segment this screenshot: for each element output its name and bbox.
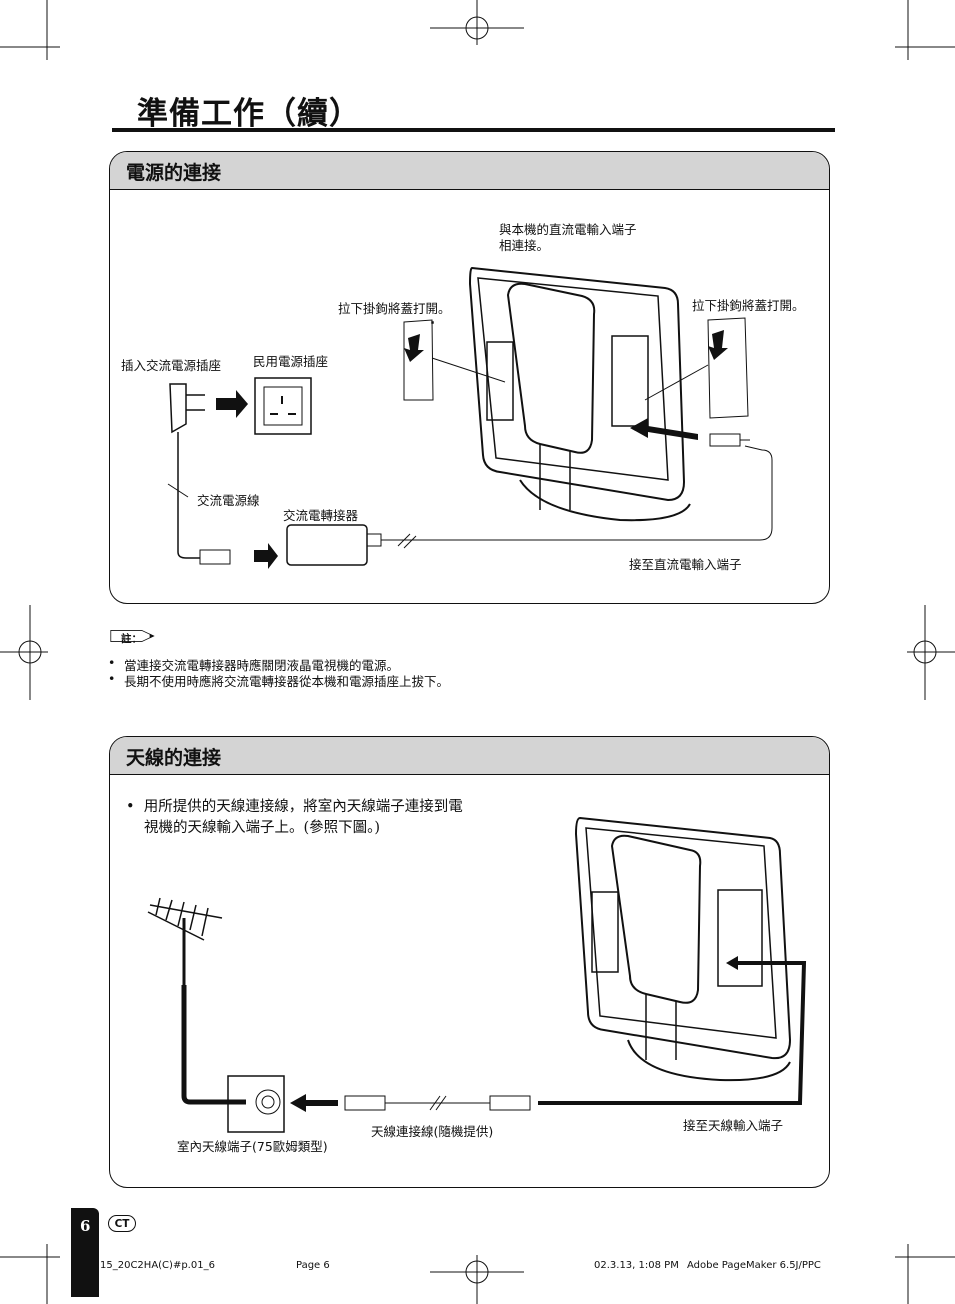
label-pull-hook-right: 拉下掛鉤將蓋打開。 [692,298,805,313]
arrow-dc-plug-icon [630,418,698,440]
page-number-tab [71,1208,99,1297]
footer-page: Page 6 [296,1260,330,1271]
ac-plug-icon [169,383,205,559]
power-panel-header: 電源的連接 [110,152,829,190]
page-title: 準備工作（續） [137,96,361,132]
label-dc-input-connect-2: 相連接。 [499,238,550,253]
dc-plug-icon [709,433,741,447]
cable-plug-left-icon [344,1095,386,1111]
footer-file: 15_20C2HA(C)#p.01_6 [100,1260,215,1271]
note-tag-shape [110,630,155,642]
arrow-pull-left-icon [404,334,424,362]
note-item-1: 當連接交流電轉接器時應關閉液晶電視機的電源。 [124,658,400,673]
terminal-cover-left-icon [403,319,434,401]
note-bullet-1: • [108,655,116,670]
footer-app: Adobe PageMaker 6.5J/PPC [687,1260,821,1271]
antenna-bullet-dot: • [126,799,144,815]
antenna-section-heading: 天線的連接 [126,747,222,769]
label-ac-adapter: 交流電轉接器 [283,508,359,523]
label-antenna-cable: 天線連接線(隨機提供) [371,1124,494,1139]
note-item-2: 長期不使用時應將交流電轉接器從本機和電源插座上拔下。 [124,674,450,689]
power-section-heading: 電源的連接 [126,162,222,184]
arrow-pull-right-icon [708,330,728,360]
ac-adapter-icon [286,524,368,566]
terminal-cover-right-icon [707,317,749,419]
label-pull-hook-left: 拉下掛鉤將蓋打開。 [338,301,451,316]
language-badge: CT [108,1215,136,1232]
label-household-outlet: 民用電源插座 [253,354,329,369]
page-number: 6 [80,1217,91,1235]
outdoor-antenna-icon [147,897,223,985]
wall-outlet-icon [254,377,312,435]
label-to-dc-input: 接至直流電輸入端子 [629,557,742,572]
antenna-instruction-line-2: 視機的天線輸入端子上。(參照下圖。) [144,820,381,836]
label-ac-cord: 交流電源線 [197,493,260,508]
antenna-instruction: • 用所提供的天線連接線，將室內天線端子連接到電 視機的天線輸入端子上。(參照下… [126,797,463,839]
indoor-antenna-terminal-icon [227,1075,285,1133]
antenna-panel-header: 天線的連接 [110,737,829,775]
note-tag: 註： [121,633,142,645]
cable-plug-right-icon [489,1095,531,1111]
tv-rear-antenna [574,816,792,1082]
footer-date: 02.3.13, 1:08 PM [594,1260,679,1271]
title-rule [112,128,835,132]
arrow-to-adapter-icon [254,543,278,569]
tv-rear-power [431,266,691,522]
label-dc-input-connect-1: 與本機的直流電輸入端子 [499,222,637,237]
arrow-to-antenna-input-icon [726,956,738,970]
label-to-antenna-input: 接至天線輸入端子 [683,1118,784,1133]
power-connection-panel: 電源的連接 [109,151,830,604]
note-bullet-2: • [108,671,116,686]
antenna-instruction-line-1: 用所提供的天線連接線，將室內天線端子連接到電 [143,799,463,815]
arrow-to-indoor-terminal-icon [290,1094,338,1112]
adapter-plug-icon [199,549,231,565]
arrow-plug-to-outlet-icon [216,390,248,418]
label-indoor-terminal: 室內天線端子(75歐姆類型) [177,1139,328,1154]
label-plug-into-ac: 插入交流電源插座 [121,358,222,373]
